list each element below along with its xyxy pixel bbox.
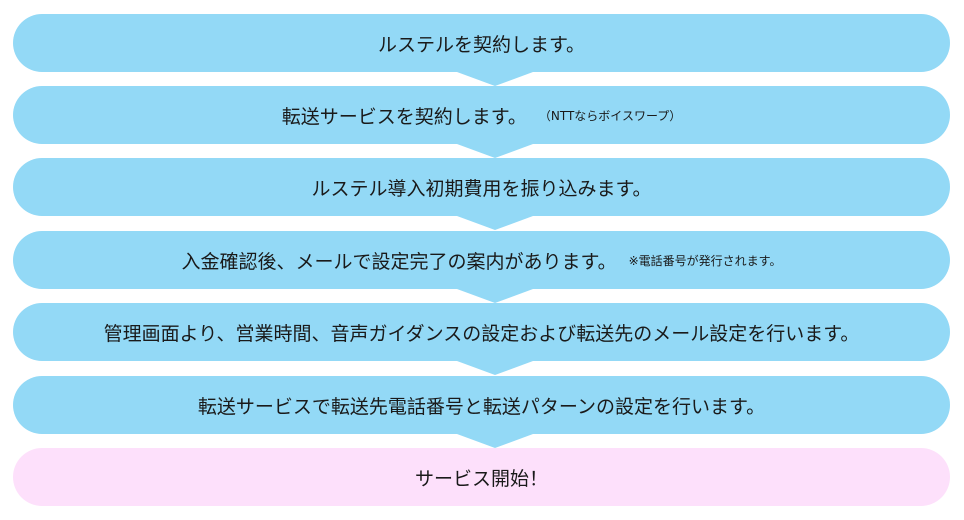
arrow-1 bbox=[457, 72, 533, 86]
arrow-3 bbox=[457, 216, 533, 230]
step-6: 転送サービスで転送先電話番号と転送パターンの設定を行います。 bbox=[13, 376, 950, 434]
step-1: ルステルを契約します。 bbox=[13, 14, 950, 72]
step-6-text: 転送サービスで転送先電話番号と転送パターンの設定を行います。 bbox=[197, 395, 766, 418]
step-4-text: 入金確認後、メールで設定完了の案内があります。 bbox=[181, 250, 617, 273]
step-7-service-start: サービス開始！ bbox=[13, 448, 950, 506]
step-5-text: 管理画面より、営業時間、音声ガイダンスの設定および転送先のメール設定を行います。 bbox=[103, 322, 860, 345]
step-3: ルステル導入初期費用を振り込みます。 bbox=[13, 158, 950, 216]
step-3-text: ルステル導入初期費用を振り込みます。 bbox=[311, 177, 652, 200]
step-2-note: （NTTならボイスワープ） bbox=[538, 108, 682, 123]
arrow-6 bbox=[457, 434, 533, 448]
step-4: 入金確認後、メールで設定完了の案内があります。 ※電話番号が発行されます。 bbox=[13, 231, 950, 289]
step-7-text: サービス開始！ bbox=[414, 467, 548, 490]
arrow-4 bbox=[457, 289, 533, 303]
step-4-note: ※電話番号が発行されます。 bbox=[628, 253, 782, 268]
arrow-5 bbox=[457, 361, 533, 375]
step-2-text: 転送サービスを契約します。 bbox=[281, 105, 527, 128]
step-1-text: ルステルを契約します。 bbox=[377, 33, 586, 56]
step-5: 管理画面より、営業時間、音声ガイダンスの設定および転送先のメール設定を行います。 bbox=[13, 303, 950, 361]
step-2: 転送サービスを契約します。 （NTTならボイスワープ） bbox=[13, 86, 950, 144]
arrow-2 bbox=[457, 144, 533, 158]
